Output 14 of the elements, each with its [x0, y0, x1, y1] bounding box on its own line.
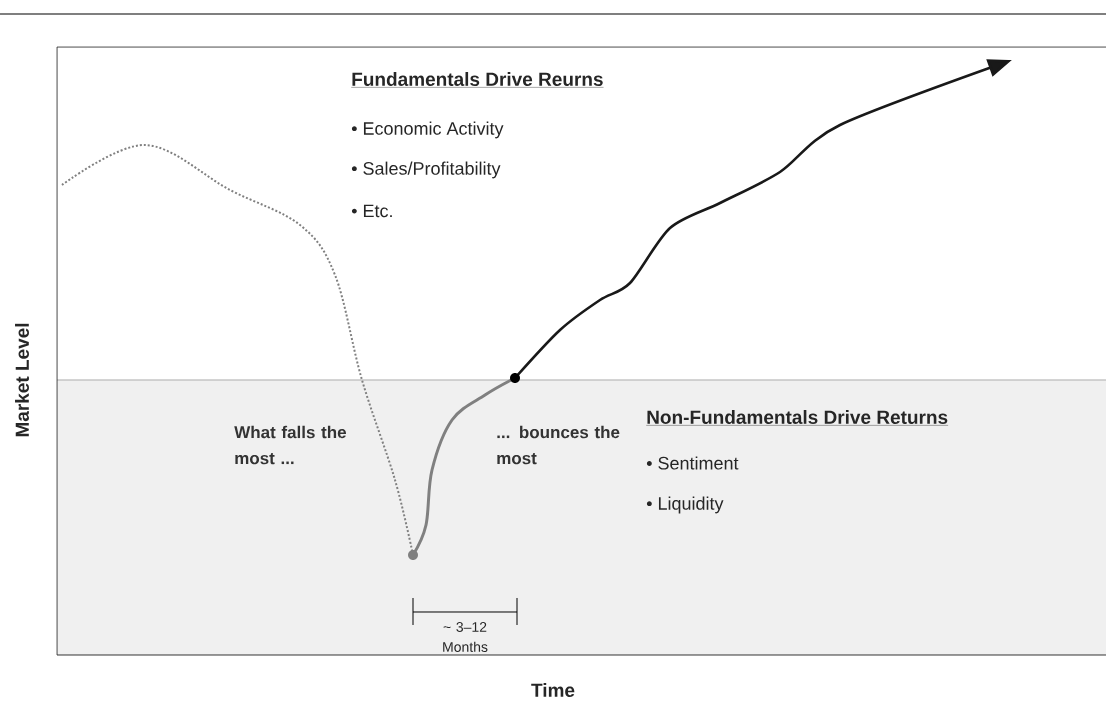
bullet-item: • Economic Activity [351, 121, 504, 139]
node-text: Fundamentals Drive Reurns • Economic Activity • Sales/Profitability • Etc. [351, 72, 603, 218]
chart-region [57, 380, 1106, 656]
bullet-item: • Sentiment [646, 456, 739, 470]
annotation: What falls the most ... [234, 425, 346, 465]
bullet-item: • Liquidity [646, 496, 724, 514]
bullet-item: • Sales/Profitability [351, 161, 501, 179]
annotation: ... bounces the most [497, 425, 620, 465]
heading: Fundamentals Drive Reurns [351, 72, 604, 88]
axis-label: Market Level [15, 323, 29, 437]
dimension-label: ~ 3–12 Months [443, 622, 488, 652]
bullet-item: • Etc. [351, 204, 392, 218]
axis-label: Time [531, 683, 575, 697]
heading: Non-Fundamentals Drive Returns [646, 410, 949, 426]
